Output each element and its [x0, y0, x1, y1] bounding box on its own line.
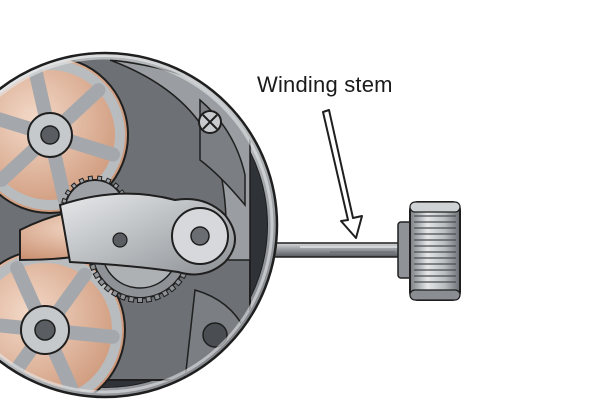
wheel-spoke [0, 140, 44, 187]
gear-tooth [104, 177, 112, 185]
gear-tooth [112, 182, 120, 190]
wheel-spoke [56, 83, 106, 130]
gear-tooth [110, 289, 120, 298]
gear-tooth [137, 297, 143, 303]
wheel-spoke [10, 261, 44, 319]
gear-tooth [145, 295, 153, 303]
wheel-spoke [28, 63, 54, 125]
steel-bridge [58, 192, 236, 276]
wheel-spoke [46, 145, 72, 207]
wheel-spoke [49, 267, 92, 321]
wheel-spoke [0, 108, 40, 137]
gear-tooth [97, 277, 106, 287]
wheel-spoke [46, 341, 80, 393]
wheel-spoke [57, 324, 120, 344]
gear-tooth [119, 293, 127, 301]
winding-crown [397, 201, 461, 301]
gear-tooth [78, 177, 86, 185]
gear-tooth [127, 295, 135, 303]
gear-tooth [174, 277, 183, 287]
gear-tooth [103, 284, 113, 293]
gear-tooth [92, 270, 101, 280]
winding-stem-label: Winding stem [257, 72, 393, 97]
gear-tooth [87, 175, 94, 182]
cross-screw-icon [198, 110, 222, 134]
gear-tooth [96, 175, 103, 182]
wheel-spoke [0, 316, 33, 336]
wheel-spoke [60, 133, 121, 162]
gear-tooth [70, 182, 78, 190]
gear-tooth [153, 293, 161, 301]
gear-tooth [160, 289, 170, 298]
arrow-down-icon [322, 109, 363, 239]
gear-tooth [167, 284, 177, 293]
case-rim-highlight [0, 56, 274, 394]
gear-tooth [89, 263, 97, 271]
gear-tooth [64, 189, 72, 197]
